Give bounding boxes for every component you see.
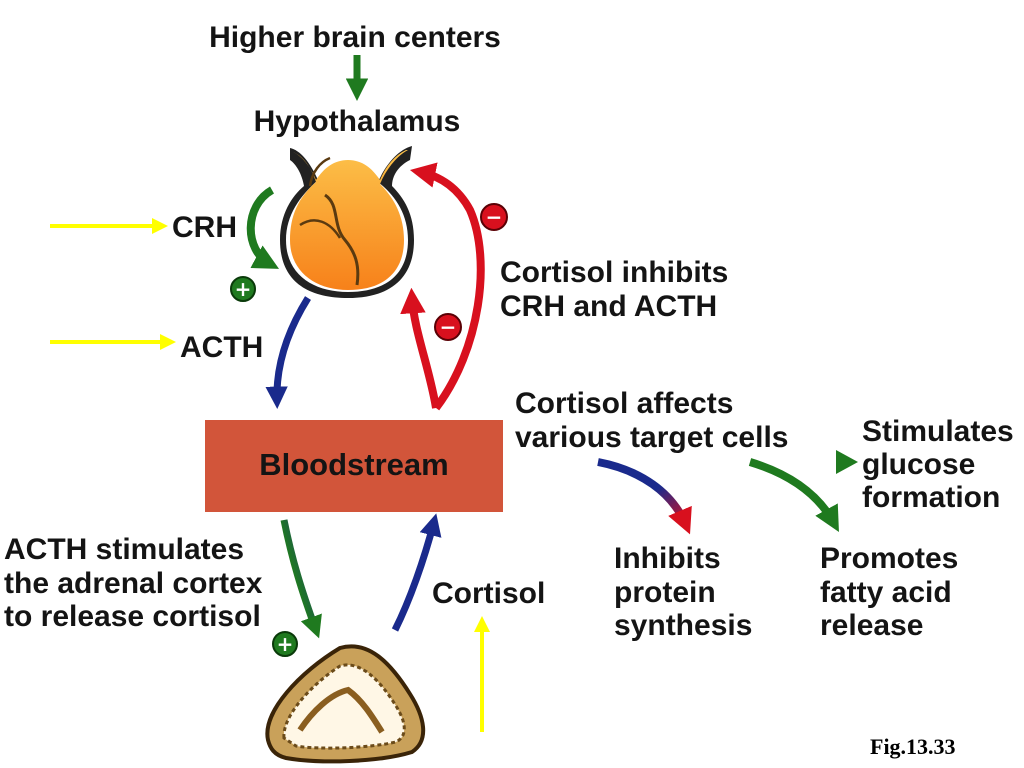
cortisol-label: Cortisol bbox=[432, 577, 545, 610]
acth-stimulates-line3: to release cortisol bbox=[4, 600, 261, 633]
acth-stimulates-line2: the adrenal cortex bbox=[4, 567, 263, 600]
promotes-fatty-line1: Promotes bbox=[820, 542, 958, 575]
inhibits-protein-line2: protein bbox=[614, 576, 716, 609]
stimulates-glucose-line3: formation bbox=[862, 481, 1000, 514]
plus-sign-icon: + bbox=[230, 276, 256, 302]
stimulates-glucose-line2: glucose bbox=[862, 448, 975, 481]
inhibits-protein-line3: synthesis bbox=[614, 609, 752, 642]
acth-to-blood-arrow bbox=[265, 296, 311, 409]
promotes-fatty-line2: fatty acid bbox=[820, 576, 952, 609]
minus-sign-icon: − bbox=[434, 313, 462, 341]
acth-label: ACTH bbox=[180, 331, 263, 364]
bloodstream-box bbox=[205, 420, 503, 512]
crh-arc-arrow bbox=[246, 186, 280, 269]
svg-text:+: + bbox=[277, 632, 294, 656]
cortisol-inhibits-label-line2: CRH and ACTH bbox=[500, 290, 717, 323]
minus-sign-icon: − bbox=[480, 203, 508, 231]
hypothalamus-icon bbox=[280, 146, 414, 298]
hypothalamus-label: Hypothalamus bbox=[254, 105, 461, 138]
adrenal-gland-icon bbox=[265, 644, 426, 764]
bloodstream-label: Bloodstream bbox=[259, 447, 448, 482]
svg-text:−: − bbox=[486, 205, 503, 229]
higher-brain-centers-label: Higher brain centers bbox=[209, 21, 501, 54]
cortisol-inhibits-crh-arrow bbox=[409, 162, 485, 411]
stimulates-glucose-line1: Stimulates bbox=[862, 415, 1014, 448]
svg-text:+: + bbox=[235, 277, 252, 301]
crh-label: CRH bbox=[172, 211, 237, 244]
promotes-fatty-line3: release bbox=[820, 609, 923, 642]
acth-stimulates-line1: ACTH stimulates bbox=[4, 533, 244, 566]
cortisol-affects-label-line2: various target cells bbox=[515, 421, 788, 454]
cortisol-to-fatty-acid-arrow bbox=[748, 458, 839, 532]
plus-sign-icon: + bbox=[272, 631, 298, 657]
svg-text:−: − bbox=[440, 315, 457, 339]
inhibits-protein-line1: Inhibits bbox=[614, 542, 721, 575]
cortisol-inhibits-label-line1: Cortisol inhibits bbox=[500, 256, 728, 289]
cortisol-to-protein-arrow bbox=[597, 458, 692, 535]
acth-to-adrenal-arrow bbox=[280, 519, 322, 639]
cortisol-inhibits-acth-arrow bbox=[400, 287, 440, 409]
glucose-arrowhead bbox=[836, 450, 858, 474]
cortisol-affects-label-line1: Cortisol affects bbox=[515, 387, 733, 420]
figure-number-label: Fig.13.33 bbox=[870, 734, 956, 759]
adrenal-to-blood-arrow bbox=[391, 513, 442, 632]
